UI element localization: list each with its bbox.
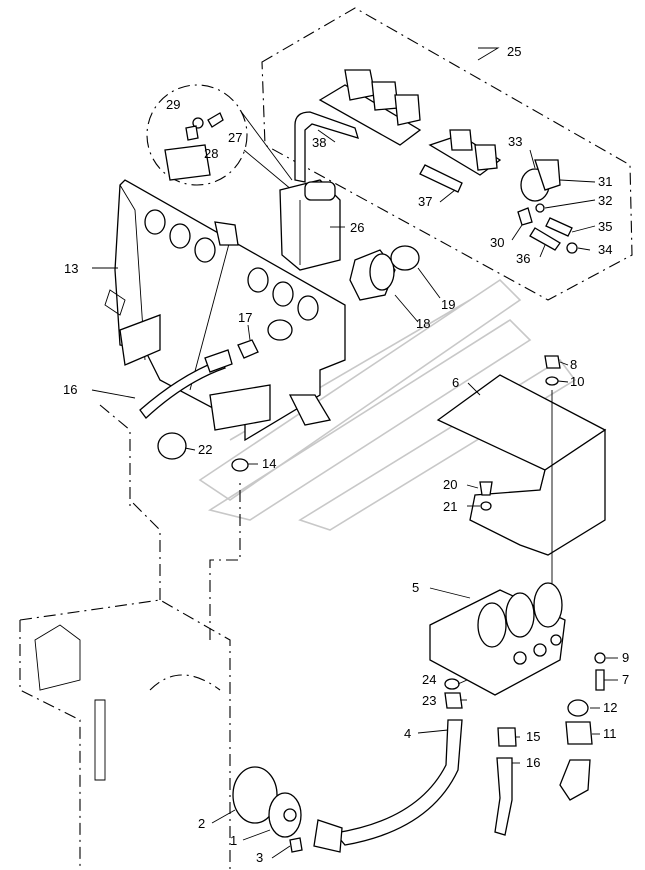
clamp-33 — [520, 159, 561, 202]
group-frame-25 — [261, 7, 633, 301]
washer-32 — [535, 203, 545, 213]
hose-lower-16 — [494, 757, 513, 836]
tank — [19, 404, 241, 870]
o-ring-2 — [232, 766, 278, 824]
washer-10 — [545, 376, 559, 386]
valve-block-25 — [318, 69, 502, 176]
callout-17: 17 — [238, 310, 252, 325]
callout-21: 21 — [443, 499, 457, 514]
o-ring-19 — [390, 245, 420, 271]
callout-5: 5 — [412, 580, 419, 595]
o-ring-24 — [444, 678, 460, 690]
bracket-plate — [104, 179, 346, 442]
elbow-fitting — [559, 759, 591, 801]
clip-22 — [157, 432, 187, 460]
callout-26: 26 — [350, 220, 364, 235]
callout-4: 4 — [404, 726, 411, 741]
fitting-17 — [237, 339, 259, 359]
o-ring — [267, 319, 293, 341]
callout-1: 1 — [230, 833, 237, 848]
fitting-34 — [566, 242, 578, 254]
callout-37: 37 — [418, 194, 432, 209]
hose-4 — [333, 719, 463, 846]
pipe-36 — [529, 227, 561, 251]
callout-25: 25 — [507, 44, 521, 59]
callout-35: 35 — [598, 219, 612, 234]
fitting-23 — [444, 692, 463, 709]
callout-32: 32 — [598, 193, 612, 208]
callouts: 1 2 3 4 5 6 7 8 9 10 11 12 13 14 15 16 1… — [63, 44, 629, 865]
hose-fitting-4 — [313, 819, 343, 853]
fitting-15 — [497, 727, 517, 747]
callout-13: 13 — [64, 261, 78, 276]
bolt-27 — [207, 112, 224, 128]
washer-9 — [594, 652, 606, 664]
callout-27: 27 — [228, 130, 242, 145]
nut-28 — [185, 125, 199, 141]
callout-6: 6 — [452, 375, 459, 390]
callout-16: 16 — [63, 382, 77, 397]
callout-33: 33 — [508, 134, 522, 149]
callout-38: 38 — [312, 135, 326, 150]
fitting-11 — [565, 721, 593, 745]
callout-16b: 16 — [526, 755, 540, 770]
callout-7: 7 — [622, 672, 629, 687]
bracket-6 — [436, 374, 607, 556]
hose-16 — [139, 359, 226, 419]
washer-21 — [480, 501, 492, 511]
callout-23: 23 — [422, 693, 436, 708]
callout-28: 28 — [204, 146, 218, 161]
filter — [349, 249, 396, 301]
callout-11: 11 — [603, 726, 617, 741]
callout-31: 31 — [598, 174, 612, 189]
valve-5 — [429, 582, 566, 696]
hose-37 — [419, 164, 463, 193]
detail-leader — [239, 109, 293, 191]
callout-34: 34 — [598, 242, 612, 257]
callout-2: 2 — [198, 816, 205, 831]
callout-3: 3 — [256, 850, 263, 865]
callout-12: 12 — [603, 700, 617, 715]
bolt-20 — [479, 481, 493, 496]
callout-14: 14 — [262, 456, 276, 471]
nut-14 — [231, 458, 249, 472]
callout-36: 36 — [516, 251, 530, 266]
hose-fitting-16 — [204, 349, 233, 373]
callout-22: 22 — [198, 442, 212, 457]
bracket-detail — [164, 144, 211, 181]
callout-20: 20 — [443, 477, 457, 492]
callout-24: 24 — [422, 672, 436, 687]
bolt-7 — [595, 669, 605, 691]
callout-18: 18 — [416, 316, 430, 331]
bolt-3 — [289, 837, 303, 853]
leader-lines — [91, 47, 618, 859]
pipe-35 — [545, 217, 573, 237]
callout-30: 30 — [490, 235, 504, 250]
callout-19: 19 — [441, 297, 455, 312]
reservoir — [279, 179, 341, 271]
flange-port — [283, 808, 297, 822]
callout-29: 29 — [166, 97, 180, 112]
o-ring-12 — [567, 699, 589, 717]
callout-15: 15 — [526, 729, 540, 744]
detail-circle — [146, 84, 248, 186]
callout-10: 10 — [570, 374, 584, 389]
callout-8: 8 — [570, 357, 577, 372]
hose-38 — [294, 111, 359, 183]
nut-8 — [544, 355, 561, 369]
callout-9: 9 — [622, 650, 629, 665]
fitting-30 — [517, 207, 533, 226]
